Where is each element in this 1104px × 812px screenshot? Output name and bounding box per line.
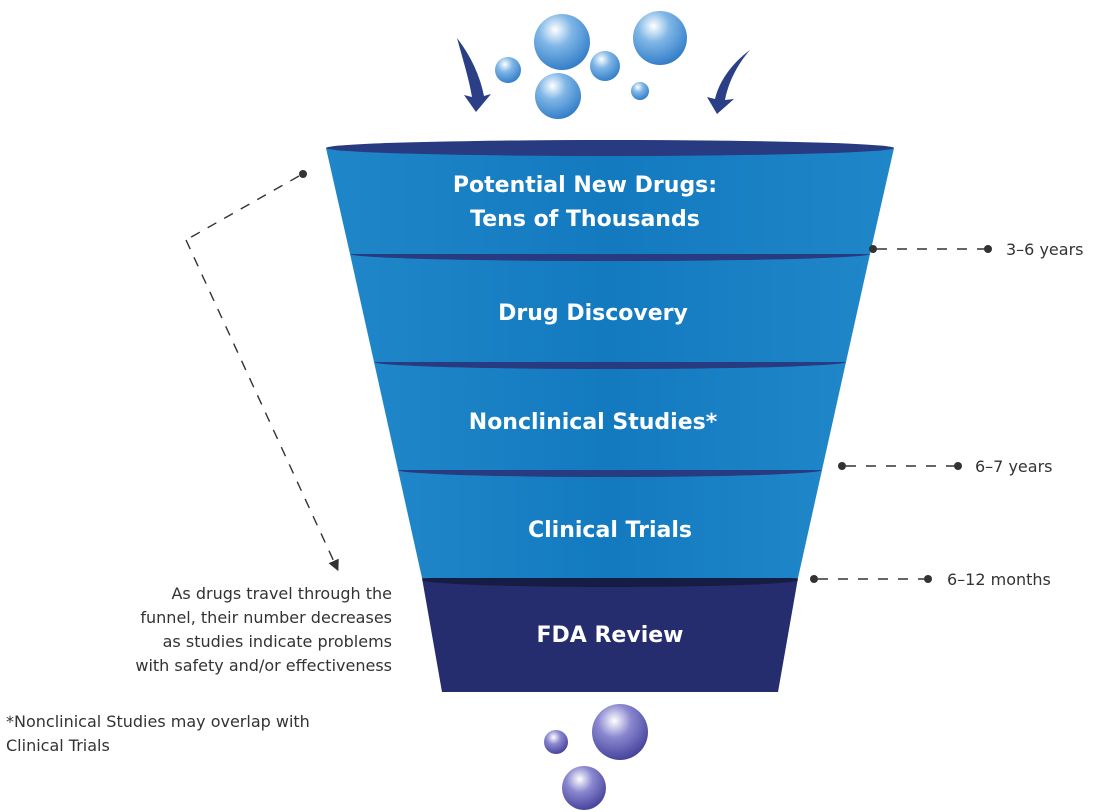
timeline-label: 6–7 years xyxy=(975,457,1052,476)
attrition-note: As drugs travel through the funnel, thei… xyxy=(40,582,392,678)
stage-label-potential-new-drugs-line1: Potential New Drugs: xyxy=(453,173,717,198)
attrition-note-line: funnel, their number decreases xyxy=(140,608,392,627)
molecule-bubble xyxy=(590,51,620,81)
funnel-stage-nonclinical-studies: Nonclinical Studies* xyxy=(374,355,846,470)
molecule-bubble xyxy=(544,730,568,754)
attrition-bracket xyxy=(185,170,339,572)
attrition-note-line: with safety and/or effectiveness xyxy=(135,656,392,675)
molecule-bubble xyxy=(631,82,649,100)
funnel-stage-potential-new-drugs: Potential New Drugs: Tens of Thousands xyxy=(326,140,894,254)
stage-label-potential-new-drugs-line2: Tens of Thousands xyxy=(470,207,700,232)
funnel-stage-drug-discovery: Drug Discovery xyxy=(350,247,870,362)
footnote: *Nonclinical Studies may overlap with Cl… xyxy=(6,710,406,758)
stage-label-nonclinical-studies: Nonclinical Studies* xyxy=(469,410,718,435)
timeline-item-2: 6–7 years xyxy=(838,457,1052,476)
connector-dot xyxy=(954,462,962,470)
funnel-stage-clinical-trials: Clinical Trials xyxy=(398,463,822,578)
molecule-bubble xyxy=(534,14,590,70)
stage-label-fda-review: FDA Review xyxy=(537,623,684,648)
funnel-stage-fda-review: FDA Review xyxy=(422,573,798,692)
connector-dot xyxy=(838,462,846,470)
molecule-bubble xyxy=(633,11,687,65)
connector-dot xyxy=(924,575,932,583)
stage-label-drug-discovery: Drug Discovery xyxy=(498,301,688,326)
inflow-arrows xyxy=(457,38,750,114)
bottom-molecules-icon xyxy=(544,704,648,810)
stage-label-clinical-trials: Clinical Trials xyxy=(528,518,692,543)
timeline-label: 6–12 months xyxy=(947,570,1051,589)
footnote-line: Clinical Trials xyxy=(6,736,110,755)
connector-dot xyxy=(810,575,818,583)
curved-arrow-down-icon xyxy=(707,50,750,114)
dashed-connector xyxy=(185,175,300,241)
timeline-item-1: 3–6 years xyxy=(869,240,1083,259)
timeline-label: 3–6 years xyxy=(1006,240,1083,259)
molecule-bubble xyxy=(535,73,581,119)
dashed-arrow xyxy=(185,239,339,572)
timeline-item-3: 6–12 months xyxy=(810,570,1051,589)
connector-dot xyxy=(299,170,307,178)
connector-dot xyxy=(869,245,877,253)
molecule-bubble xyxy=(592,704,648,760)
footnote-line: *Nonclinical Studies may overlap with xyxy=(6,712,310,731)
timeline: 3–6 years 6–7 years 6–12 months xyxy=(810,240,1083,589)
connector-dot xyxy=(984,245,992,253)
molecule-bubble xyxy=(562,766,606,810)
curved-arrow-down-icon xyxy=(457,38,491,112)
attrition-note-line: As drugs travel through the xyxy=(171,584,392,603)
attrition-note-line: as studies indicate problems xyxy=(162,632,392,651)
molecule-bubble xyxy=(495,57,521,83)
funnel: FDA Review Clinical Trials Nonclinical S… xyxy=(326,140,894,692)
top-molecules-icon xyxy=(495,11,687,119)
